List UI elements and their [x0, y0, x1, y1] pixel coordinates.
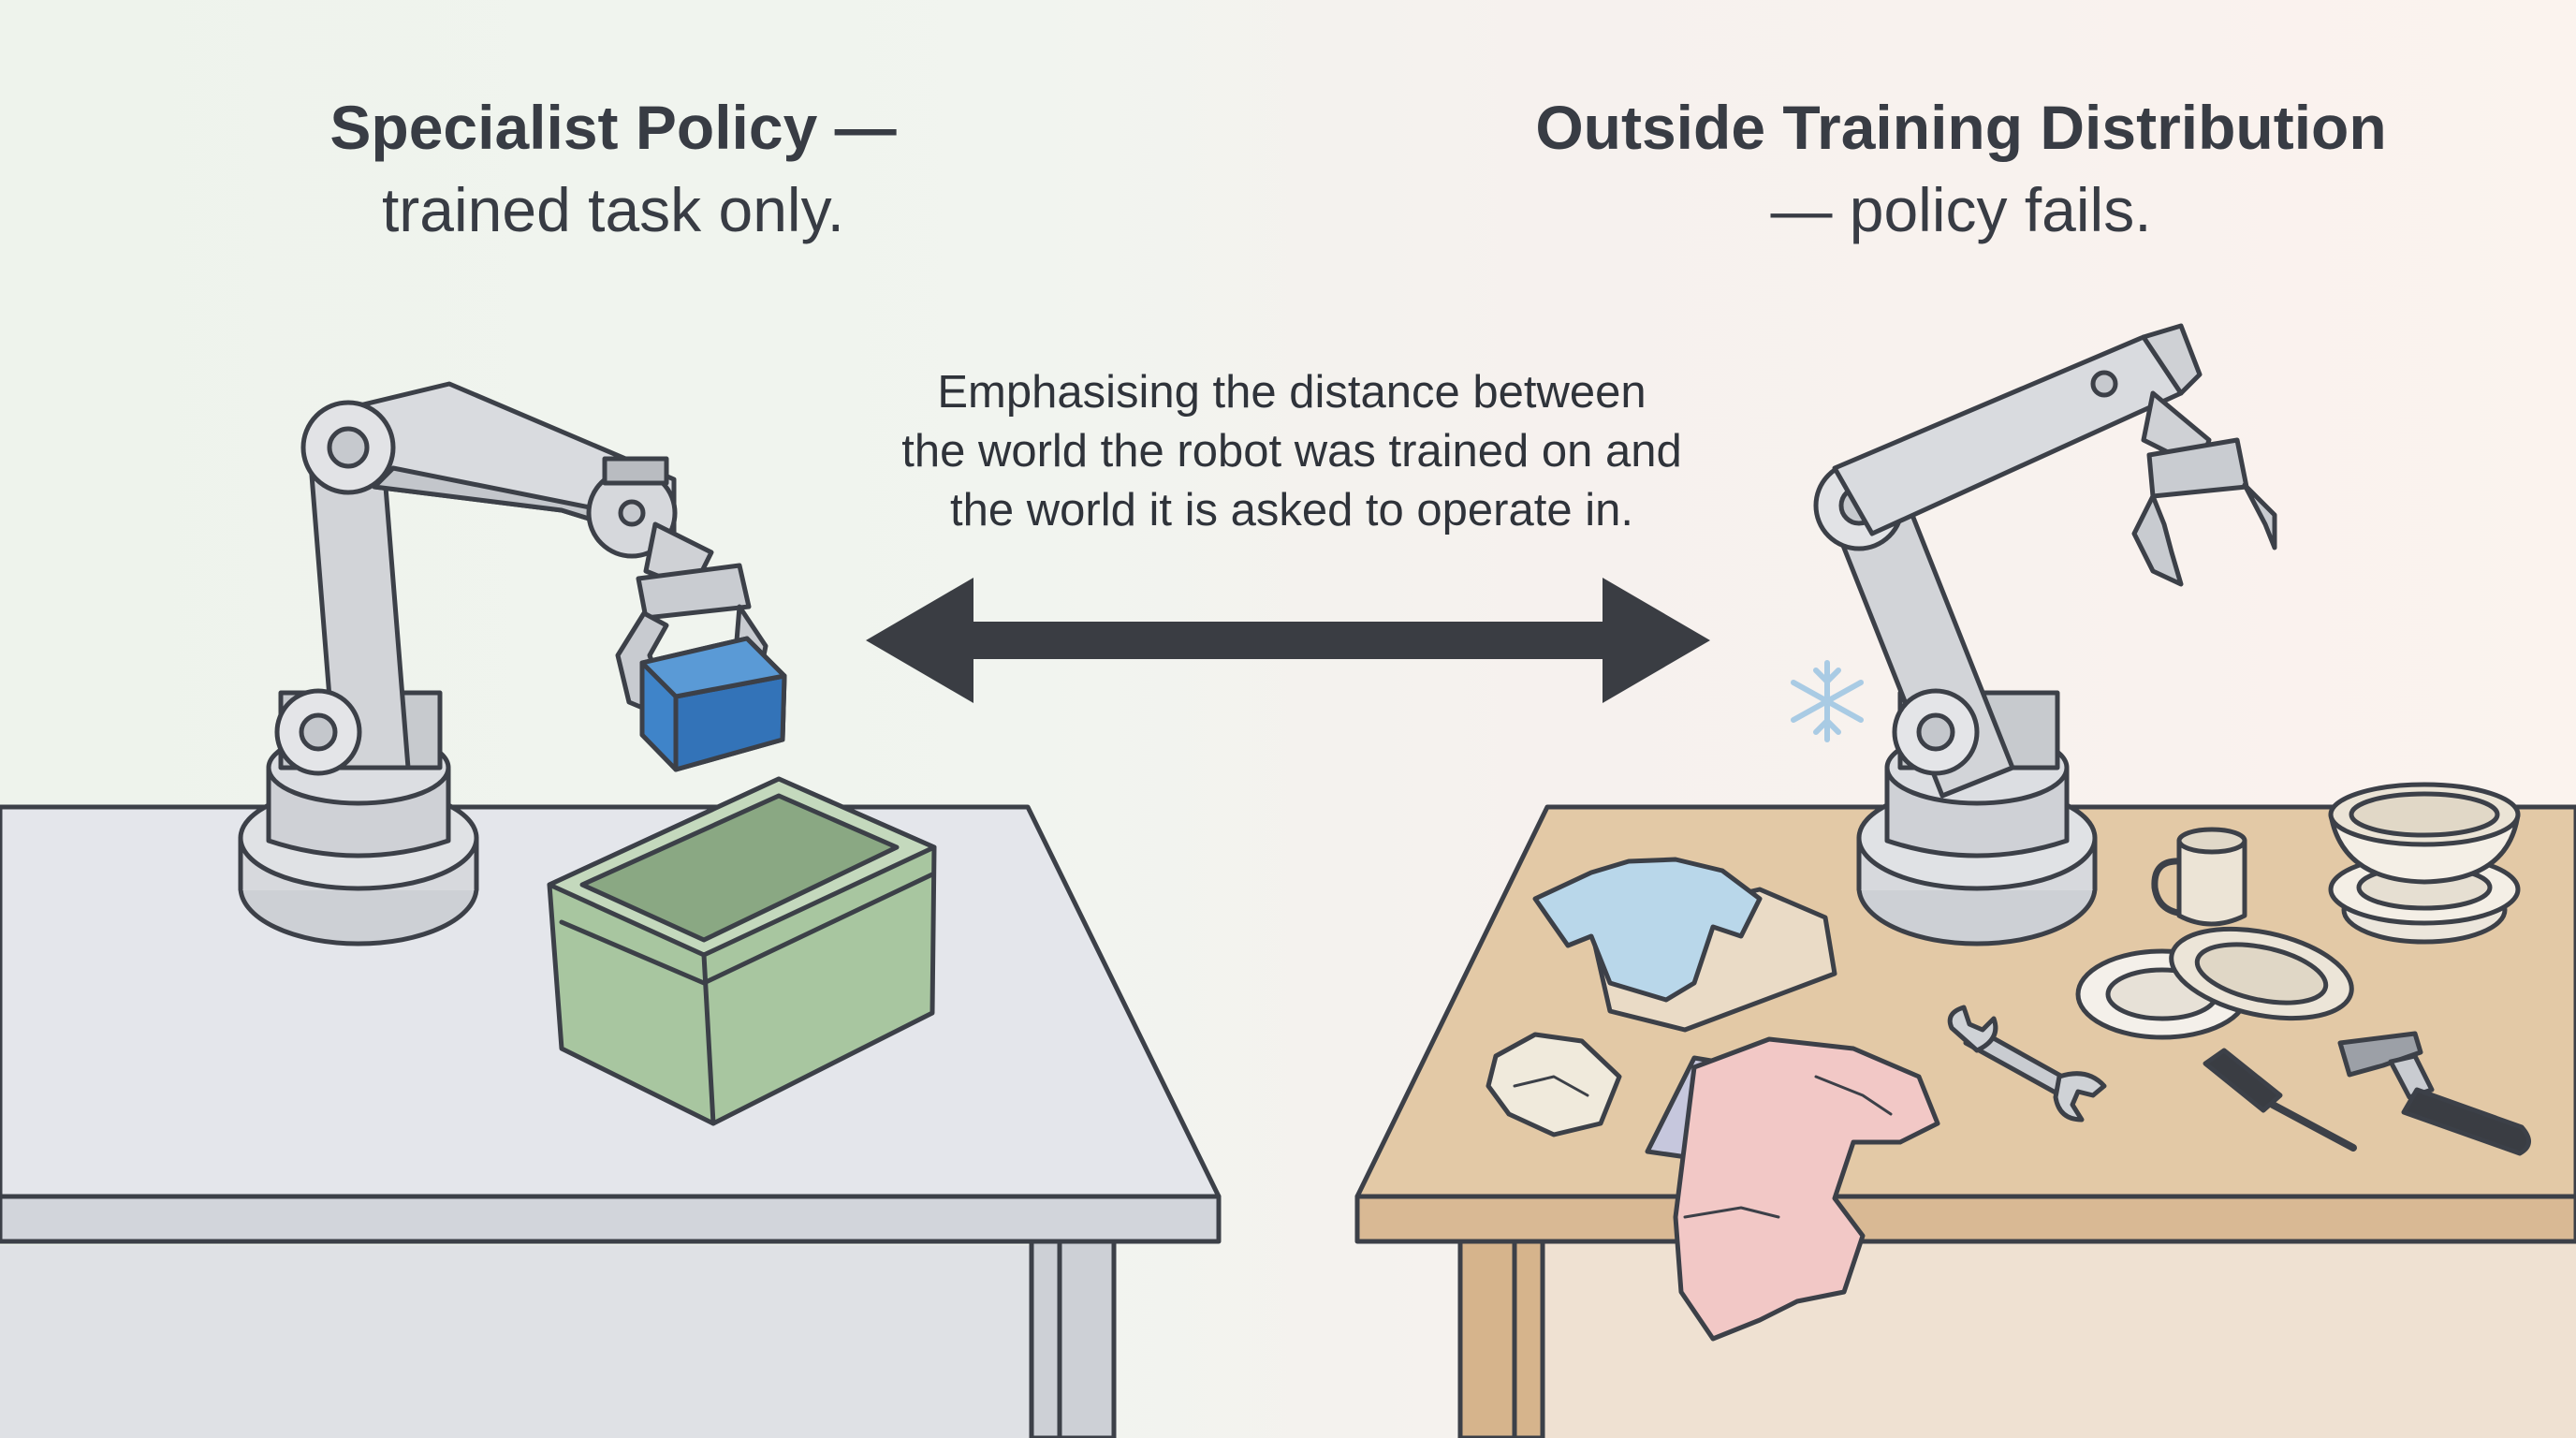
left-heading-light: trained task only. — [381, 175, 845, 244]
hammer-icon — [2337, 1031, 2531, 1156]
screwdriver-icon — [2203, 1048, 2357, 1152]
left-panel-heading: Specialist Policy — trained task only. — [239, 86, 988, 251]
right-heading-light: — policy fails. — [1770, 175, 2152, 244]
right-robot-arm-icon — [1813, 323, 2277, 946]
double-arrow-icon — [866, 578, 1710, 703]
pink-cloth-icon — [1645, 1036, 1940, 1342]
caption-line-3: the world it is asked to operate in. — [950, 485, 1633, 536]
shirt-icon — [1532, 857, 1837, 1033]
snowflake-icon — [1791, 660, 1864, 742]
caption-line-2: the world the robot was trained on and — [901, 426, 1682, 477]
right-heading-bold: Outside Training Distribution — [1535, 93, 2387, 162]
wrench-icon — [1947, 1005, 2107, 1123]
cup-icon — [2151, 827, 2247, 927]
crumpled-cloth-icon — [1486, 1032, 1622, 1137]
bowl-icon — [2328, 782, 2521, 945]
left-heading-bold: Specialist Policy — — [329, 93, 897, 162]
caption-line-1: Emphasising the distance between — [937, 367, 1647, 418]
caption: Emphasising the distance between the wor… — [824, 363, 1760, 540]
right-panel-heading: Outside Training Distribution — policy f… — [1470, 86, 2452, 251]
plate-icon — [2075, 926, 2354, 1040]
bin-icon — [547, 776, 937, 1126]
left-robot-arm-icon — [238, 381, 768, 946]
cube-icon — [639, 636, 787, 772]
